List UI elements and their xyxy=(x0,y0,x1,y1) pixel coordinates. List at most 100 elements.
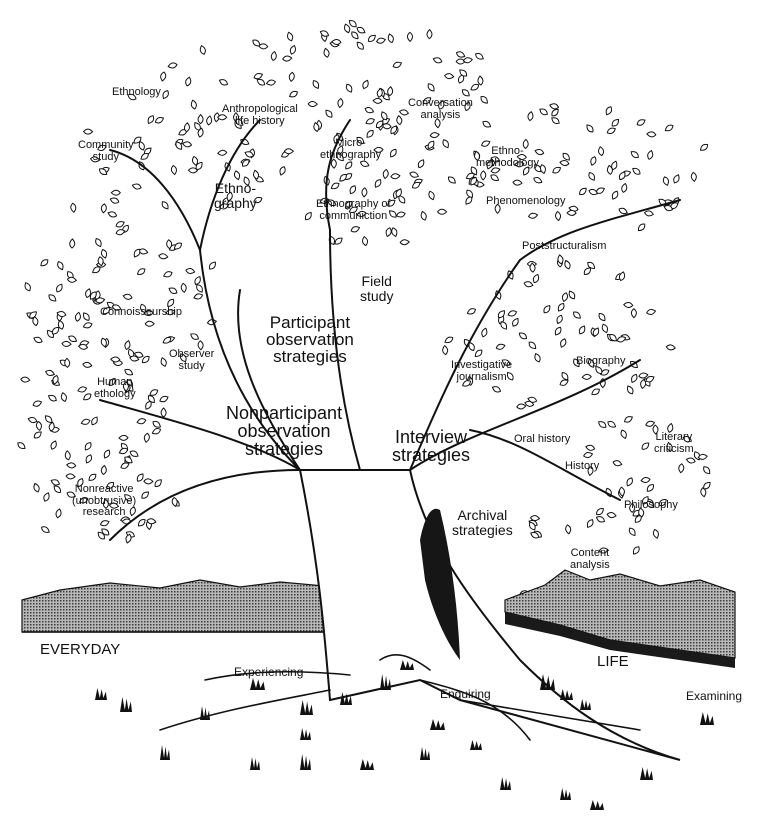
leaf xyxy=(140,490,150,500)
label-philosophy: Philosophy xyxy=(624,500,678,512)
leaf xyxy=(392,61,402,69)
leaf xyxy=(123,293,133,300)
leaf xyxy=(355,41,365,51)
label-ethnology: Ethnology xyxy=(112,87,161,99)
leaf xyxy=(578,186,588,196)
leaf xyxy=(100,519,110,527)
leaf xyxy=(365,117,375,125)
leaf xyxy=(136,267,146,276)
leaf xyxy=(585,444,595,451)
leaf xyxy=(556,302,565,312)
leaf xyxy=(640,441,650,451)
leaf xyxy=(511,317,520,327)
label-ethnomethodology: Ethno- methodology xyxy=(476,146,539,169)
leaf xyxy=(350,225,360,233)
leaf xyxy=(160,357,168,367)
leaf xyxy=(491,385,501,394)
leaf xyxy=(82,362,92,368)
leaf xyxy=(477,76,483,85)
leaf xyxy=(182,141,192,147)
leaf xyxy=(111,190,120,195)
leaf xyxy=(625,477,634,487)
leaf xyxy=(144,433,150,443)
leaf xyxy=(444,336,454,345)
grass-tuft xyxy=(700,712,714,725)
leaf xyxy=(181,283,187,293)
leaf xyxy=(330,181,340,190)
leaf xyxy=(136,418,146,425)
leaf xyxy=(137,518,147,528)
label-human-ethology: Human ethology xyxy=(94,377,136,400)
leaf xyxy=(409,171,419,179)
leaf xyxy=(396,115,402,125)
leaf xyxy=(647,150,654,160)
leaf xyxy=(84,454,93,464)
leaf xyxy=(161,408,166,417)
leaf xyxy=(427,30,432,39)
leaf xyxy=(160,200,169,210)
leaf xyxy=(124,340,131,350)
leaf xyxy=(345,83,354,93)
label-observer-study: Observer study xyxy=(169,349,214,372)
leaf xyxy=(94,237,103,247)
leaf xyxy=(441,139,450,149)
label-phenomenology: Phenomenology xyxy=(486,196,566,208)
leaf xyxy=(517,403,526,409)
leaf xyxy=(312,79,321,89)
leaf xyxy=(482,120,492,129)
leaf xyxy=(523,281,533,288)
leaf xyxy=(590,156,598,166)
leaf xyxy=(549,103,559,110)
leaf xyxy=(334,236,344,246)
label-nonreactive-research: Nonreactive (unobtrusive) research xyxy=(72,484,136,519)
leaf xyxy=(66,474,75,480)
leaf xyxy=(323,48,330,58)
label-life: LIFE xyxy=(597,654,629,670)
leaf xyxy=(185,77,192,87)
leaf xyxy=(607,512,617,518)
leaf xyxy=(193,275,202,285)
label-field-study: Field study xyxy=(360,274,393,303)
leaf xyxy=(33,336,43,344)
leaf xyxy=(686,457,696,464)
label-everyday: EVERYDAY xyxy=(40,642,120,658)
leaf xyxy=(70,203,76,213)
leaf xyxy=(466,307,476,315)
leaf xyxy=(206,116,212,126)
leaf xyxy=(623,415,633,424)
leaf xyxy=(567,210,576,215)
leaf xyxy=(304,211,313,221)
leaf xyxy=(595,507,605,517)
leaf xyxy=(438,209,447,214)
leaf xyxy=(527,340,537,350)
leaf xyxy=(344,160,354,170)
leaf xyxy=(588,188,598,196)
leaf xyxy=(373,98,382,104)
leaf xyxy=(82,311,91,321)
leaf xyxy=(151,427,161,435)
leaf xyxy=(348,185,357,195)
leaf xyxy=(376,37,386,44)
leaf xyxy=(198,115,203,124)
leaf xyxy=(55,508,62,518)
leaf xyxy=(554,326,563,336)
leaf xyxy=(119,435,128,440)
leaf xyxy=(559,338,567,348)
leaf xyxy=(470,83,480,92)
leaf xyxy=(199,45,206,55)
grass-tuft xyxy=(540,674,555,690)
leaf xyxy=(597,420,607,429)
leaf xyxy=(364,106,374,114)
leaf xyxy=(387,86,393,95)
leaf xyxy=(39,258,49,268)
leaf xyxy=(16,441,26,450)
leaf xyxy=(567,290,576,300)
leaf xyxy=(490,173,500,182)
leaf xyxy=(631,309,636,318)
leaf xyxy=(266,79,276,86)
label-ethnography-of-communication: Ethnography of communiction xyxy=(316,199,391,222)
leaf xyxy=(552,166,562,175)
leaf xyxy=(87,473,97,483)
leaf xyxy=(289,72,295,82)
